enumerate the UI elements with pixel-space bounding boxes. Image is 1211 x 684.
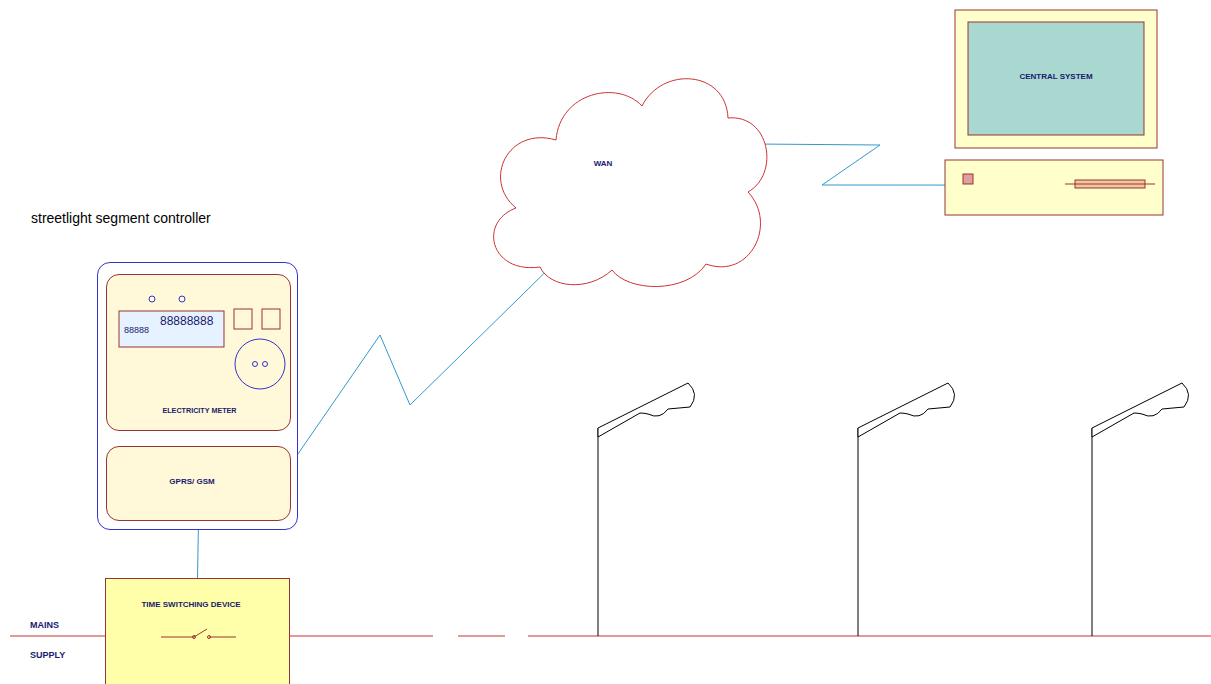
street-lamp — [858, 383, 955, 636]
wan-cloud: WAN — [478, 62, 772, 290]
node-label: GPRS/ GSM — [107, 478, 277, 487]
link-line — [765, 144, 945, 185]
node-outline — [106, 579, 291, 684]
meter-display-digits: 88888888 — [160, 315, 213, 328]
node-label: WAN — [478, 160, 728, 169]
central-system-computer: CENTRAL SYSTEM — [945, 10, 1163, 215]
node-outline — [478, 62, 772, 290]
supply-label: SUPPLY — [30, 651, 65, 661]
gprs-gsm-modem: GPRS/ GSM — [106, 446, 291, 521]
supply-label: MAINS — [30, 621, 59, 631]
link-line — [291, 266, 552, 464]
node-label: CENTRAL SYSTEM — [968, 73, 1144, 82]
street-lamp — [1092, 383, 1189, 636]
node-label: ELECTRICITY METER — [107, 407, 292, 415]
node-outline — [945, 10, 1163, 215]
street-lamp — [598, 383, 695, 636]
node-label: TIME SWITCHING DEVICE — [106, 601, 276, 610]
time-switching-device: TIME SWITCHING DEVICE — [105, 578, 290, 684]
electricity-meter: 8888888888888ELECTRICITY METER — [106, 274, 291, 431]
controller-heading: streetlight segment controller — [31, 211, 211, 226]
controller-housing: streetlight segment controller8888888888… — [97, 262, 298, 530]
street-lamps — [598, 383, 1189, 636]
meter-display-digits: 88888 — [124, 326, 149, 336]
